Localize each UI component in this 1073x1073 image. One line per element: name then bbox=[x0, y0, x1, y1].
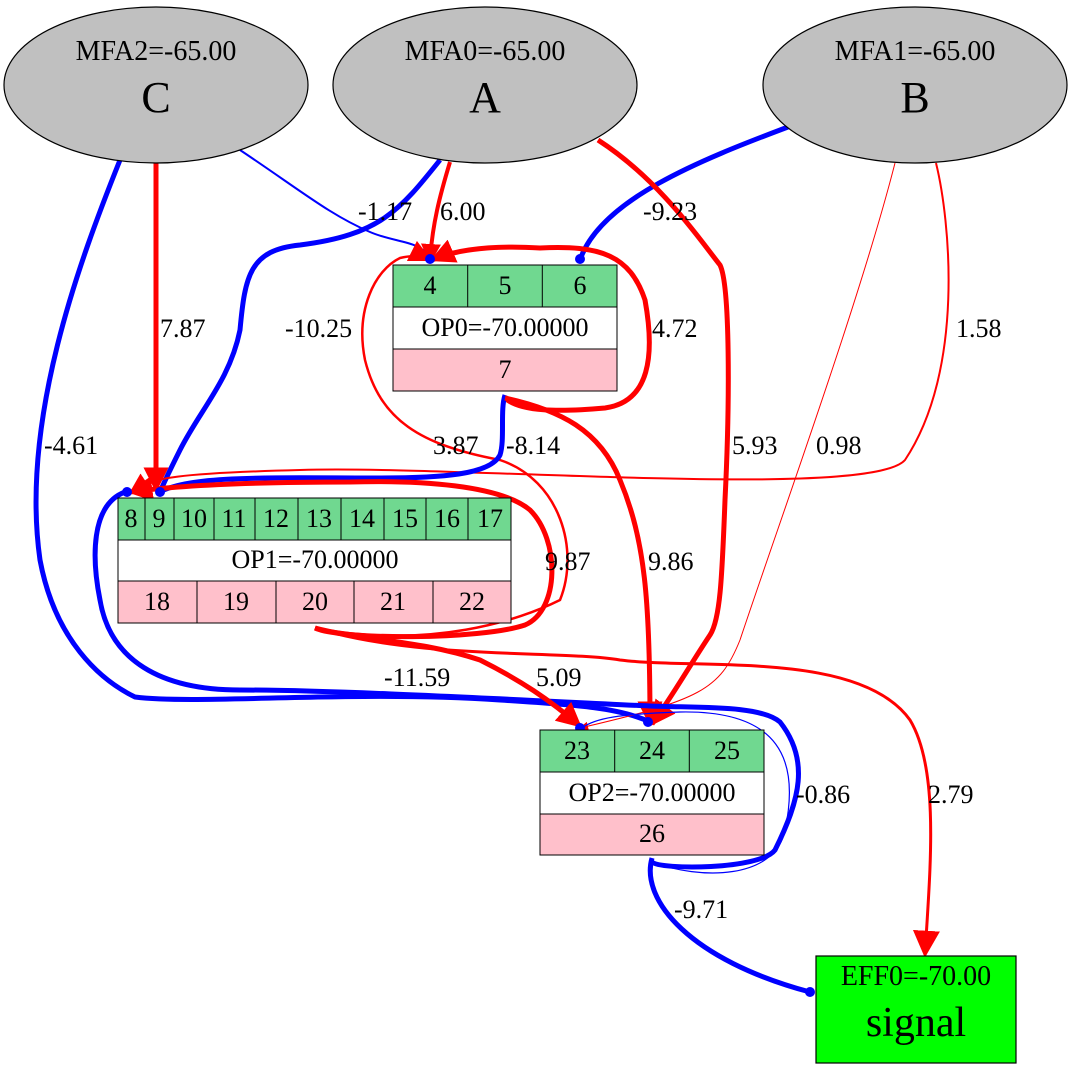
input-node-mfa0[interactable]: MFA0=-65.00 A bbox=[332, 6, 638, 164]
effector-name: signal bbox=[866, 1000, 966, 1046]
effector-node-eff0[interactable]: EFF0=-70.00 signal bbox=[815, 955, 1017, 1064]
input-port-12[interactable]: 12 bbox=[263, 504, 289, 533]
edge-label: 9.86 bbox=[648, 547, 694, 576]
input-port-11[interactable]: 11 bbox=[221, 504, 246, 533]
operator-label: OP1=-70.00000 bbox=[231, 545, 398, 574]
edge-label: 1.58 bbox=[956, 314, 1002, 343]
edge-7-to-24 bbox=[504, 395, 663, 727]
input-port-10[interactable]: 10 bbox=[181, 504, 207, 533]
output-port-20[interactable]: 20 bbox=[302, 587, 328, 616]
input-node-mfa1[interactable]: MFA1=-65.00 B bbox=[762, 6, 1068, 164]
output-port-18[interactable]: 18 bbox=[144, 587, 170, 616]
operator-label: OP0=-70.00000 bbox=[421, 313, 588, 342]
input-port-15[interactable]: 15 bbox=[392, 504, 418, 533]
input-port-23[interactable]: 23 bbox=[564, 736, 590, 765]
input-port-4[interactable]: 4 bbox=[424, 271, 437, 300]
input-port-8[interactable]: 8 bbox=[125, 504, 138, 533]
edge-label: 5.93 bbox=[732, 431, 778, 460]
input-port-24[interactable]: 24 bbox=[639, 736, 665, 765]
input-port-5[interactable]: 5 bbox=[499, 271, 512, 300]
input-port-25[interactable]: 25 bbox=[714, 736, 740, 765]
edge-label: -9.71 bbox=[674, 895, 728, 924]
input-node-mfa2[interactable]: MFA2=-65.00 C bbox=[3, 6, 309, 164]
input-port-14[interactable]: 14 bbox=[349, 504, 375, 533]
input-node-name: B bbox=[900, 73, 929, 122]
endpoint-dot bbox=[425, 254, 435, 264]
edge-label: -11.59 bbox=[384, 663, 450, 692]
edge-label: 4.72 bbox=[652, 314, 698, 343]
edge-labels: -1.17 6.00 -9.23 -10.25 7.87 4.72 1.58 -… bbox=[44, 197, 1002, 924]
operator-label: OP2=-70.00000 bbox=[568, 778, 735, 807]
input-port-17[interactable]: 17 bbox=[477, 504, 503, 533]
input-node-header: MFA0=-65.00 bbox=[405, 36, 566, 67]
edge-26-to-8 bbox=[92, 489, 801, 870]
edges bbox=[33, 124, 950, 995]
edge-b-to-8 bbox=[130, 162, 950, 491]
operator-op2[interactable]: 23 24 25 OP2=-70.00000 26 bbox=[539, 729, 765, 856]
edge-20-to-23 bbox=[314, 625, 582, 728]
edge-20-to-signal bbox=[314, 626, 940, 958]
edge-label: -8.14 bbox=[506, 431, 560, 460]
edge-a-to-24 bbox=[596, 137, 731, 727]
output-port-26[interactable]: 26 bbox=[639, 819, 665, 848]
edge-26-to-23 bbox=[581, 711, 791, 874]
edge-label: 7.87 bbox=[160, 314, 206, 343]
input-node-header: MFA2=-65.00 bbox=[76, 36, 237, 67]
edge-label: 0.98 bbox=[816, 431, 862, 460]
endpoint-dot bbox=[575, 254, 585, 264]
edge-label: -0.86 bbox=[796, 780, 850, 809]
output-port-21[interactable]: 21 bbox=[380, 587, 406, 616]
edge-label: 9.87 bbox=[545, 547, 591, 576]
edge-label: 2.79 bbox=[928, 780, 974, 809]
edge-endpoints bbox=[122, 254, 815, 997]
input-node-name: C bbox=[141, 73, 170, 122]
edge-label: -10.25 bbox=[285, 314, 352, 343]
edge-20-to-8 bbox=[127, 476, 555, 640]
edge-label: 5.09 bbox=[536, 663, 582, 692]
endpoint-dot bbox=[805, 987, 815, 997]
endpoint-dot bbox=[155, 487, 165, 497]
edge-26-to-signal bbox=[647, 857, 811, 995]
input-port-9[interactable]: 9 bbox=[153, 504, 166, 533]
edge-a-to-9 bbox=[157, 158, 442, 493]
edge-b-to-23 bbox=[579, 162, 896, 731]
edge-b-to-6 bbox=[577, 124, 789, 261]
edge-label: -4.61 bbox=[44, 431, 98, 460]
endpoint-dot bbox=[643, 717, 653, 727]
output-port-22[interactable]: 22 bbox=[459, 587, 485, 616]
edge-label: -9.23 bbox=[643, 197, 697, 226]
operator-op0[interactable]: 4 5 6 OP0=-70.00000 7 bbox=[392, 264, 618, 392]
effector-header: EFF0=-70.00 bbox=[841, 961, 991, 992]
edge-label: 6.00 bbox=[440, 197, 486, 226]
input-port-6[interactable]: 6 bbox=[574, 271, 587, 300]
input-node-name: A bbox=[469, 73, 501, 122]
edge-7-to-4 bbox=[429, 239, 652, 413]
edge-label: 3.87 bbox=[433, 431, 479, 460]
edge-7-to-9 bbox=[158, 394, 508, 495]
input-port-16[interactable]: 16 bbox=[434, 504, 460, 533]
input-node-header: MFA1=-65.00 bbox=[835, 36, 996, 67]
operator-op1[interactable]: 8 9 10 11 12 13 14 15 16 17 OP1=-70.0000… bbox=[117, 497, 512, 624]
edge-label: -1.17 bbox=[358, 197, 412, 226]
output-port-19[interactable]: 19 bbox=[223, 587, 249, 616]
endpoint-dot bbox=[122, 487, 132, 497]
output-port-7[interactable]: 7 bbox=[499, 355, 512, 384]
input-port-13[interactable]: 13 bbox=[306, 504, 332, 533]
